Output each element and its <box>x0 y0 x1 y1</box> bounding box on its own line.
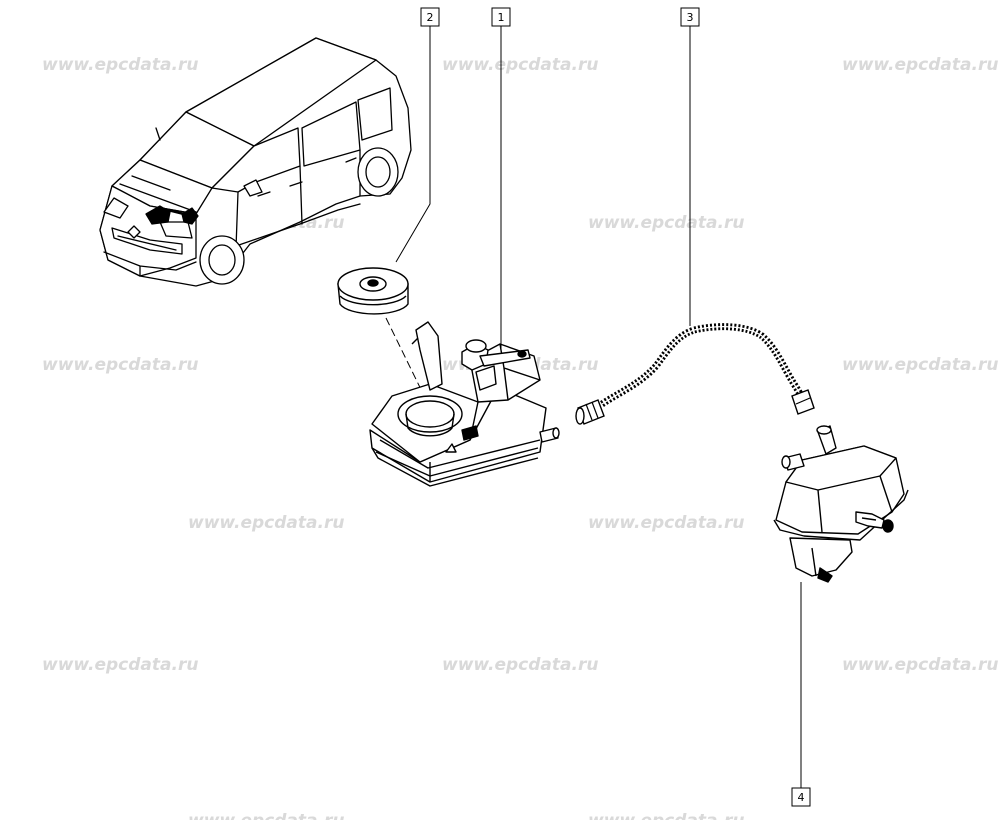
watermark-text: www.epcdata.ru <box>188 811 344 820</box>
callout-3: 3 <box>680 7 700 27</box>
part-2-cap <box>337 267 409 315</box>
watermark-text: www.epcdata.ru <box>588 811 744 820</box>
watermark-text: www.epcdata.ru <box>842 655 998 675</box>
callout-2: 2 <box>420 7 440 27</box>
watermark-text: www.epcdata.ru <box>588 213 744 233</box>
watermark-text: www.epcdata.ru <box>42 55 198 75</box>
watermark-text: www.epcdata.ru <box>442 655 598 675</box>
callout-1: 1 <box>491 7 511 27</box>
part-1-reservoir <box>369 321 560 487</box>
watermark-text: www.epcdata.ru <box>188 513 344 533</box>
callout-4: 4 <box>791 787 811 807</box>
callout-leaders <box>395 26 802 788</box>
part-4-tank <box>773 425 909 583</box>
watermark-text: www.epcdata.ru <box>842 55 998 75</box>
callout-4-label: 4 <box>798 791 805 804</box>
watermark-text: www.epcdata.ru <box>442 55 598 75</box>
callout-3-label: 3 <box>687 11 694 24</box>
watermark-text: www.epcdata.ru <box>42 355 198 375</box>
vehicle-illustration <box>99 37 412 287</box>
watermark-text: www.epcdata.ru <box>42 655 198 675</box>
watermark-text: www.epcdata.ru <box>842 355 998 375</box>
watermark-text: www.epcdata.ru <box>588 513 744 533</box>
callout-2-label: 2 <box>427 11 434 24</box>
part-3-hose <box>575 323 815 425</box>
callout-1-label: 1 <box>498 11 505 24</box>
